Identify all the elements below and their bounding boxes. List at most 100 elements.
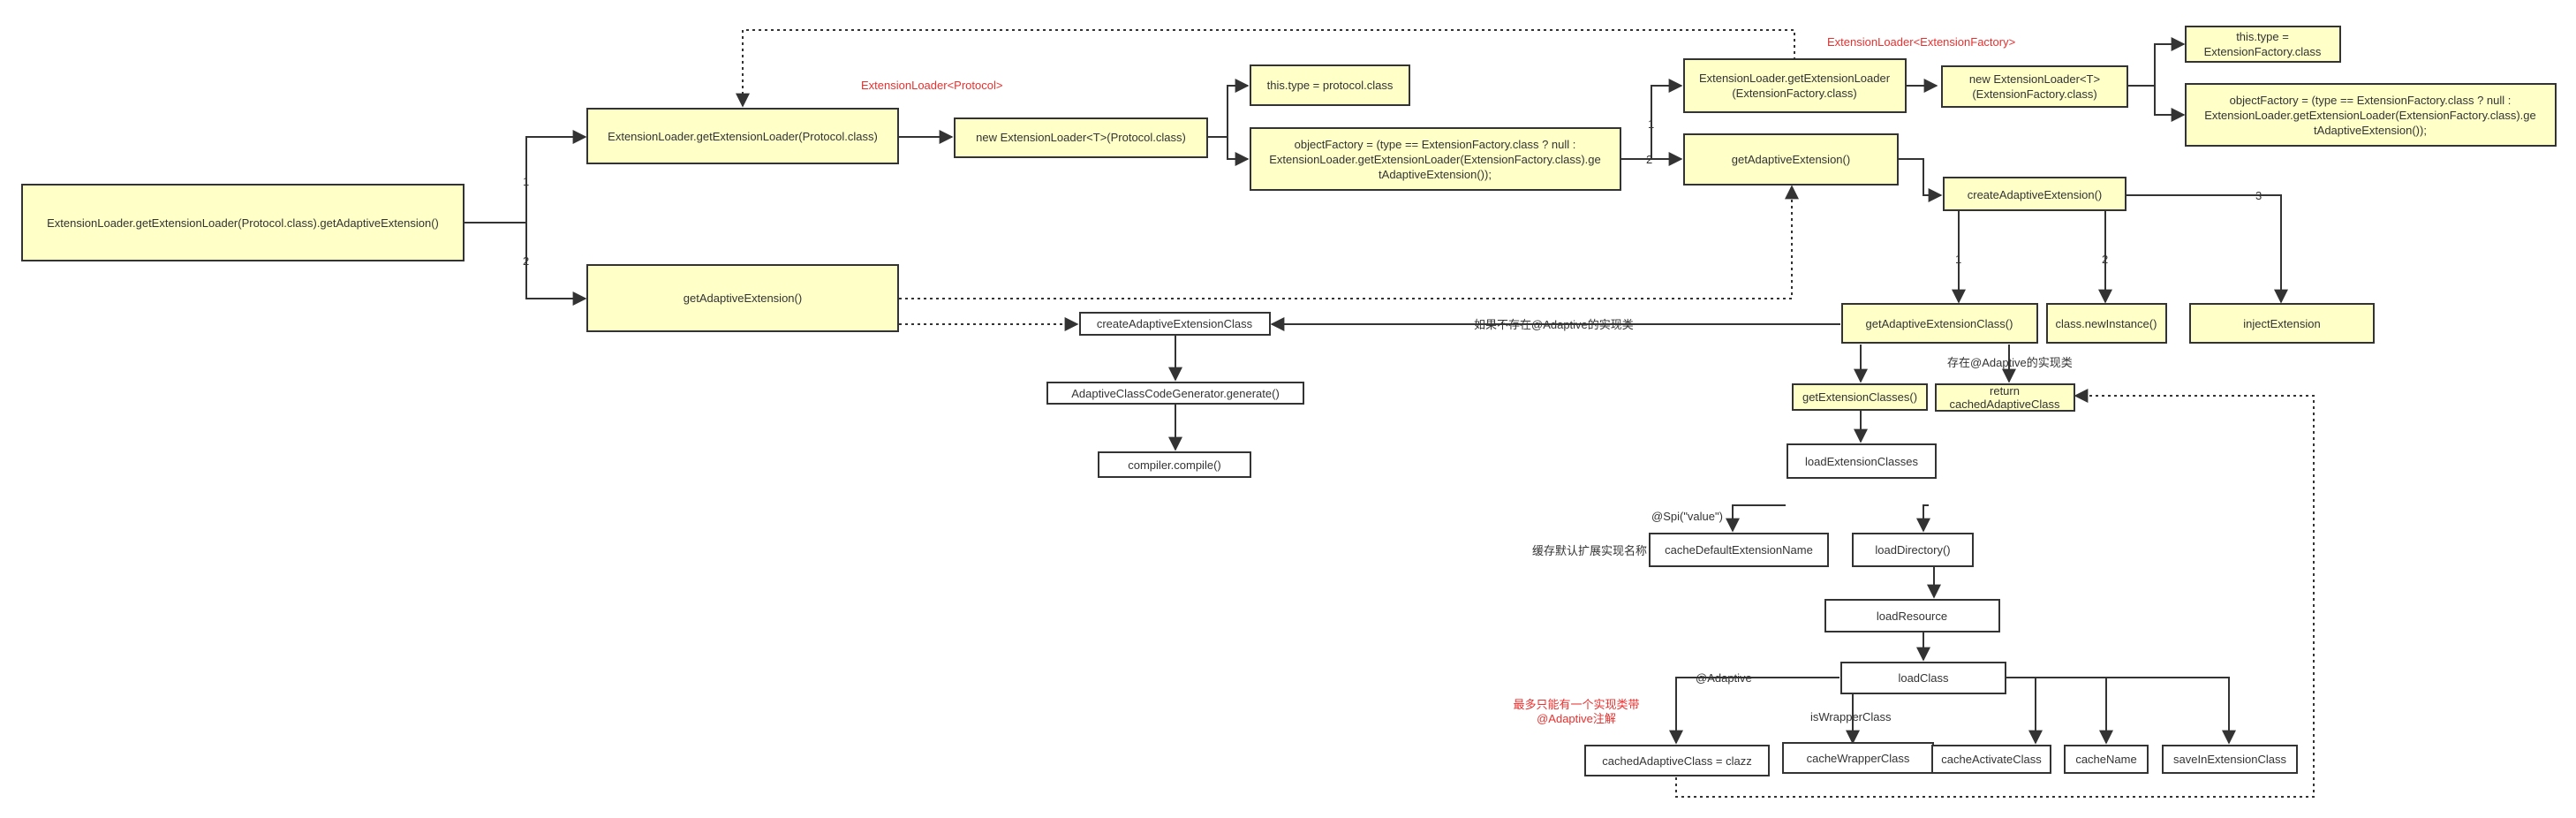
node-root-label: ExtensionLoader.getExtensionLoader(Proto… [47,216,439,230]
node-object-factory-1-line2: ExtensionLoader.getExtensionLoader(Exten… [1269,153,1601,166]
node-code-generator[interactable]: AdaptiveClassCodeGenerator.generate() [1046,382,1304,405]
label-create-1: 1 [1955,253,1961,266]
edge-loadclass-to-save [2106,677,2236,745]
node-new-loader[interactable]: new ExtensionLoader<T>(Protocol.class) [954,117,1208,158]
node-class-new-instance-label: class.newInstance() [2056,317,2157,330]
node-get-extension-classes[interactable]: getExtensionClasses() [1792,383,1928,411]
node-get-adaptive-top-label: getAdaptiveExtension() [1732,153,1850,166]
node-new-loader-factory-line1: new ExtensionLoader<T> [1969,72,2100,86]
node-load-class-label: loadClass [1898,671,1949,685]
node-load-resource-label: loadResource [1877,610,1947,623]
nodes: ExtensionLoader.getExtensionLoader(Proto… [21,26,2557,776]
label-factory-2: 2 [1646,153,1652,166]
node-get-extension-classes-label: getExtensionClasses() [1802,390,1917,404]
label-factory-1: 1 [1648,117,1654,131]
node-create-adaptive-extension-class[interactable]: createAdaptiveExtensionClass [1079,312,1271,336]
label-create-3: 3 [2255,189,2262,202]
node-new-loader-factory-line2: (ExtensionFactory.class) [1972,87,2096,101]
node-gel-protocol-label: ExtensionLoader.getExtensionLoader(Proto… [608,130,878,143]
node-new-loader-label: new ExtensionLoader<T>(Protocol.class) [976,131,1186,144]
node-cache-name[interactable]: cacheName [2064,745,2149,774]
node-save-in-extension-class-label: saveInExtensionClass [2173,753,2286,766]
edge-create-to-inject [2127,194,2288,304]
node-inject-extension-label: injectExtension [2243,317,2320,330]
dotted-cached-to-return [1675,389,2315,798]
node-cache-name-label: cacheName [2075,753,2136,766]
edge-loadclass-to-name [2036,677,2113,745]
node-load-directory-label: loadDirectory() [1875,543,1950,557]
node-load-extension-classes-label: loadExtensionClasses [1805,455,1918,468]
edge-newfactory-to-type [2154,37,2186,86]
label-red-protocol: ExtensionLoader<Protocol> [861,79,1002,92]
node-cache-activate-class[interactable]: cacheActivateClass [1931,745,2051,774]
node-get-adaptive-top[interactable]: getAdaptiveExtension() [1683,133,1899,186]
edge-newfactory-to-obj [2154,86,2186,122]
edge-load-to-cachedefault [1726,504,1786,533]
label-is-wrapper: isWrapperClass [1810,710,1892,723]
node-class-new-instance[interactable]: class.newInstance() [2046,303,2167,344]
label-root-2: 2 [523,254,529,268]
edge-root-to-gel [525,130,587,223]
node-compiler-compile[interactable]: compiler.compile() [1098,451,1251,478]
label-red-note-line2: @Adaptive注解 [1537,712,1616,725]
edge-labels: ExtensionLoader<Protocol> ExtensionLoade… [523,35,2262,725]
node-this-type-factory[interactable]: this.type = ExtensionFactory.class [2185,26,2341,63]
node-load-extension-classes[interactable]: loadExtensionClasses [1787,443,1937,479]
node-return-cached-line2: cachedAdaptiveClass [1949,398,2060,411]
edge-obj-to-gelfactory [1651,79,1683,159]
edge-new-to-type [1227,79,1250,137]
node-gel-factory-line1: ExtensionLoader.getExtensionLoader [1699,72,1891,85]
node-cached-adaptive-class[interactable]: cachedAdaptiveClass = clazz [1584,745,1770,776]
node-this-type-factory-line1: this.type = [2236,30,2289,43]
node-return-cached-line1: return [1990,384,2020,398]
label-root-1: 1 [523,175,529,188]
node-object-factory-2[interactable]: objectFactory = (type == ExtensionFactor… [2185,83,2557,147]
node-object-factory-2-line1: objectFactory = (type == ExtensionFactor… [2230,94,2512,107]
node-gel-factory[interactable]: ExtensionLoader.getExtensionLoader (Exte… [1683,58,1907,113]
node-get-adaptive-left[interactable]: getAdaptiveExtension() [586,264,899,332]
dotted-left-to-top [899,185,1799,299]
node-cache-wrapper-class-label: cacheWrapperClass [1807,752,1910,765]
node-inject-extension[interactable]: injectExtension [2189,303,2375,344]
node-cached-adaptive-class-label: cachedAdaptiveClass = clazz [1602,754,1751,768]
edge-load-to-directory [1916,504,1930,533]
node-this-type-protocol[interactable]: this.type = protocol.class [1250,64,1410,106]
edges [464,29,2315,798]
node-load-resource[interactable]: loadResource [1824,599,2000,632]
node-object-factory-1[interactable]: objectFactory = (type == ExtensionFactor… [1250,127,1621,191]
node-create-adaptive-extension-label: createAdaptiveExtension() [1968,188,2102,201]
node-cache-default-name-label: cacheDefaultExtensionName [1665,543,1813,557]
node-get-adaptive-left-label: getAdaptiveExtension() [684,292,802,305]
node-this-type-protocol-label: this.type = protocol.class [1267,79,1394,92]
node-new-loader-factory[interactable]: new ExtensionLoader<T> (ExtensionFactory… [1941,65,2128,108]
node-root[interactable]: ExtensionLoader.getExtensionLoader(Proto… [21,184,465,261]
label-exist-adaptive: 存在@Adaptive的实现类 [1947,356,2073,369]
edge-new-to-objfactory [1227,137,1250,166]
node-cache-default-name[interactable]: cacheDefaultExtensionName [1649,533,1829,567]
edge-adaptivetop-to-create [1899,158,1943,202]
node-cache-activate-class-label: cacheActivateClass [1941,753,2042,766]
edge-root-to-adaptive [525,223,587,306]
label-red-factory: ExtensionLoader<ExtensionFactory> [1827,35,2015,49]
node-save-in-extension-class[interactable]: saveInExtensionClass [2162,745,2298,774]
node-return-cached[interactable]: return cachedAdaptiveClass [1935,383,2075,412]
node-load-class[interactable]: loadClass [1840,662,2006,694]
dotted-loop-top [736,29,1795,108]
node-get-adaptive-extension-class-label: getAdaptiveExtensionClass() [1866,317,2013,330]
label-not-exist-adaptive: 如果不存在@Adaptive的实现类 [1474,318,1634,331]
node-get-adaptive-extension-class[interactable]: getAdaptiveExtensionClass() [1841,303,2038,344]
node-code-generator-label: AdaptiveClassCodeGenerator.generate() [1071,387,1280,400]
node-create-adaptive-extension[interactable]: createAdaptiveExtension() [1943,177,2127,211]
node-this-type-factory-line2: ExtensionFactory.class [2204,45,2322,58]
label-adaptive-tag: @Adaptive [1696,671,1752,685]
node-cache-wrapper-class[interactable]: cacheWrapperClass [1782,742,1934,774]
label-create-2: 2 [2102,253,2108,266]
label-cache-default-note: 缓存默认扩展实现名称 [1532,544,1647,557]
node-load-directory[interactable]: loadDirectory() [1852,533,1974,567]
node-object-factory-2-line2: ExtensionLoader.getExtensionLoader(Exten… [2204,109,2536,122]
label-red-note-line1: 最多只能有一个实现类带 [1513,698,1639,711]
node-create-adaptive-extension-class-label: createAdaptiveExtensionClass [1097,317,1253,330]
edge-loadclass-to-activate [2006,677,2043,745]
node-gel-protocol[interactable]: ExtensionLoader.getExtensionLoader(Proto… [586,108,899,164]
